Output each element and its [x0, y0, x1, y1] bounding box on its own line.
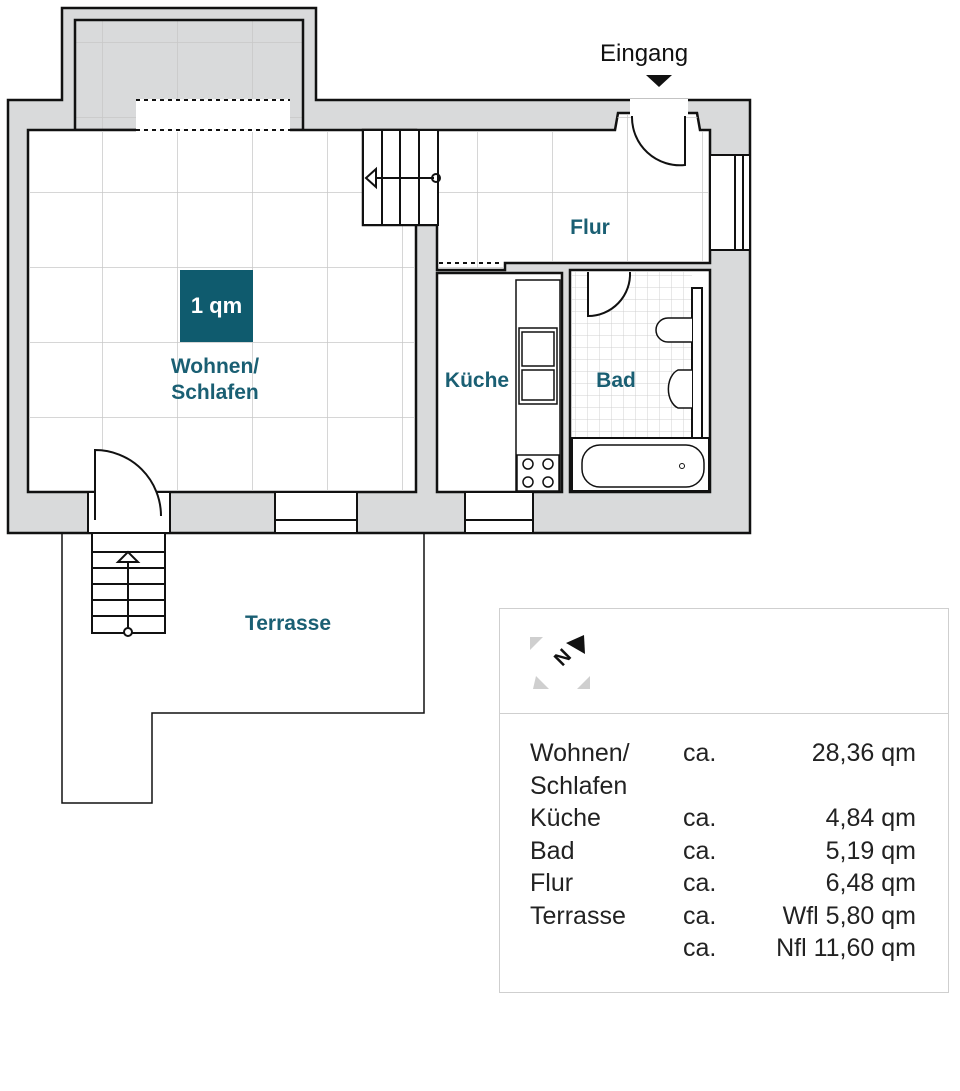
- area-approx: [683, 770, 741, 803]
- area-room: Bad: [530, 836, 575, 865]
- area-approx: ca.: [683, 934, 717, 962]
- area-approx: ca.: [683, 836, 717, 865]
- terrace-door[interactable]: [87, 448, 171, 534]
- room-label-kueche: Küche: [444, 369, 510, 392]
- area-row: ca. Nfl 11,60 qm: [530, 932, 916, 965]
- area-value: 6,48 qm: [825, 869, 916, 897]
- area-row: Flur ca. 6,48 qm: [530, 867, 916, 900]
- room-label-terrasse: Terrasse: [244, 612, 331, 635]
- terrace-outline: [61, 533, 425, 804]
- area-approx: ca.: [683, 869, 717, 897]
- area-room: Küche: [530, 804, 601, 832]
- kitchen-counter: [515, 279, 561, 493]
- window-right: [709, 154, 751, 251]
- area-room: Flur: [530, 869, 574, 897]
- area-approx: ca.: [683, 901, 717, 930]
- area-row: Schlafen: [530, 770, 916, 803]
- area-room: Terrasse: [530, 901, 626, 930]
- area-value: [741, 770, 916, 803]
- inner-stairs: [362, 129, 441, 226]
- area-room: [530, 932, 683, 965]
- area-value: Wfl 5,80 qm: [782, 901, 916, 930]
- outer-stairs: [91, 532, 166, 637]
- area-row: Küche ca. 4,84 qm: [530, 802, 916, 835]
- entrance-label: Eingang: [600, 40, 689, 67]
- scale-box: 1 qm: [180, 270, 253, 342]
- windows-bottom: [274, 491, 534, 534]
- area-room: Wohnen/: [530, 739, 630, 767]
- area-row: Wohnen/ca. 28,36 qm: [530, 737, 916, 770]
- area-approx: ca.: [683, 804, 717, 832]
- area-row: Bad ca. 5,19 qm: [530, 835, 916, 868]
- entrance-door[interactable]: [630, 115, 686, 167]
- room-label-bad: Bad: [596, 369, 636, 392]
- room-label-wohnen: Wohnen/ Schlafen: [170, 355, 260, 404]
- area-value: Nfl 11,60 qm: [776, 934, 916, 962]
- legend-divider: [500, 713, 948, 714]
- entrance-arrow-icon: [646, 75, 672, 87]
- area-value: 4,84 qm: [825, 804, 916, 832]
- area-value: 28,36 qm: [811, 739, 916, 767]
- area-row: Terrasse ca. Wfl 5,80 qm: [530, 900, 916, 933]
- room-label-flur: Flur: [570, 216, 610, 239]
- area-approx: ca.: [683, 739, 717, 767]
- area-room: Schlafen: [530, 771, 628, 800]
- area-value: 5,19 qm: [825, 836, 916, 865]
